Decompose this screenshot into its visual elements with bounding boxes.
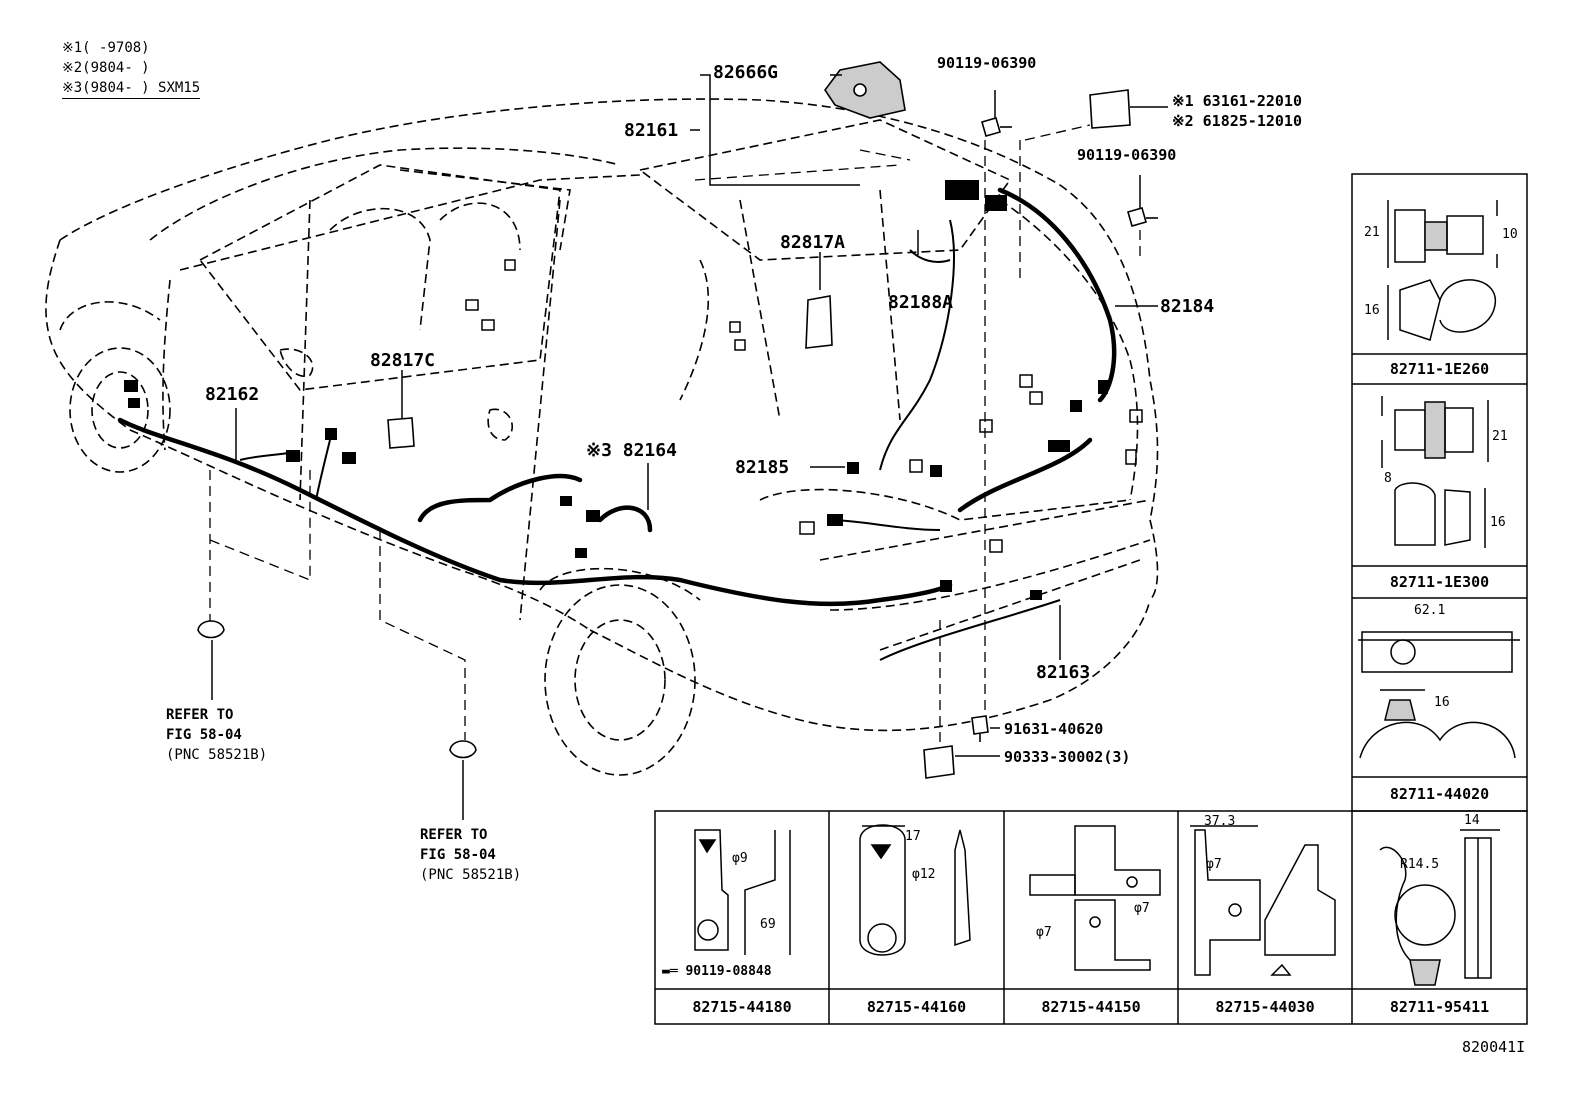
refer-note-1: REFER TO FIG 58-04 (PNC 58521B) [166,705,267,765]
bolt-icon: ▬═ [662,964,686,979]
callout-82185: 82185 [735,457,790,478]
dim-44020-16: 16 [1434,695,1450,710]
wire-harness [117,187,1117,607]
dim-44150-phi7-b: φ7 [1134,901,1150,916]
bottom-parts-table [654,810,1528,1025]
part-82715-44030: 82715-44030 [1215,998,1315,1016]
refer-note-1-line-3: (PNC 58521B) [166,747,268,763]
legend-row-1: ※1( -9708) [62,40,150,56]
callout-82184: 82184 [1160,296,1215,317]
dim-1e260-21: 21 [1364,225,1380,240]
dim-44030-phi7: φ7 [1206,857,1222,872]
refer-note-2-line-2: FIG 58-04 [420,847,496,863]
callout-82188A: 82188A [888,292,954,313]
refer-note-2-line-3: (PNC 58521B) [420,867,522,883]
callout-82817C: 82817C [370,350,436,371]
dim-44160-phi12: φ12 [912,867,936,882]
dim-1e300-16: 16 [1490,515,1506,530]
part-82711-44020: 82711-44020 [1389,785,1490,803]
callout-82163: 82163 [1036,662,1091,683]
refer-note-1-line-2: FIG 58-04 [166,727,242,743]
dim-44030-37-3: 37.3 [1204,814,1236,829]
dim-1e300-21: 21 [1492,429,1508,444]
part-82715-44180: 82715-44180 [692,998,792,1016]
refer-note-1-line-1: REFER TO [166,707,234,723]
dim-44160-17: 17 [905,829,921,844]
variant-legend: ※1( -9708) ※2(9804- ) ※3(9804- ) SXM15 [62,38,201,99]
callout-82666G: 82666G [713,62,779,83]
dim-44150-phi7-a: φ7 [1036,925,1052,940]
dim-44180-phi9: φ9 [732,851,748,866]
wire-harness-thin [239,219,1061,661]
dim-95411-r14-5: R14.5 [1400,857,1440,872]
callout-82817A: 82817A [780,232,846,253]
callout-82161: 82161 [624,120,679,141]
callout-63161-22010: ※1 63161-22010 [1172,92,1302,110]
legend-row-2: ※2(9804- ) [62,60,150,76]
part-82715-44160: 82715-44160 [866,998,967,1016]
dim-1e260-16: 16 [1364,303,1380,318]
dim-44180-69: 69 [760,917,776,932]
clip-drawings-right [1358,200,1520,759]
label-leaders [211,74,1168,820]
legend-row-3: ※3(9804- ) SXM15 [62,78,201,99]
callout-82164: ※3 82164 [586,440,677,461]
callout-90119-06390-a: 90119-06390 [937,54,1037,72]
dim-1e300-8: 8 [1384,471,1392,486]
callout-90333-30002: 90333-30002(3) [1004,748,1131,766]
connectors [124,180,1108,600]
part-82711-1E260: 82711-1E260 [1389,360,1490,378]
dim-1e260-10: 10 [1502,227,1518,242]
dim-95411-14: 14 [1464,813,1480,828]
right-parts-table [1351,173,1528,812]
callout-91631-40620: 91631-40620 [1004,720,1104,738]
refer-note-2-line-1: REFER TO [420,827,488,843]
refer-note-2: REFER TO FIG 58-04 (PNC 58521B) [420,825,521,885]
callout-61825-12010: ※2 61825-12010 [1172,112,1302,130]
callout-90119-06390-b: 90119-06390 [1077,146,1177,164]
dim-44020-62-1: 62.1 [1414,603,1446,618]
connector-outlines [465,259,1143,553]
vehicle-body-outline [45,98,1159,776]
callout-82162: 82162 [205,384,260,405]
part-82711-95411: 82711-95411 [1389,998,1490,1016]
callout-90119-08848: ▬═ 90119-08848 [662,965,772,978]
clip-drawings-bottom [694,824,1500,986]
part-82711-1E300: 82711-1E300 [1389,573,1490,591]
figure-id: 820041I [1462,1038,1526,1056]
part-glyphs [197,61,1158,779]
part-82715-44150: 82715-44150 [1041,998,1141,1016]
reference-leaders [209,124,1141,760]
callout-90119-08848-text: 90119-08848 [685,964,772,979]
